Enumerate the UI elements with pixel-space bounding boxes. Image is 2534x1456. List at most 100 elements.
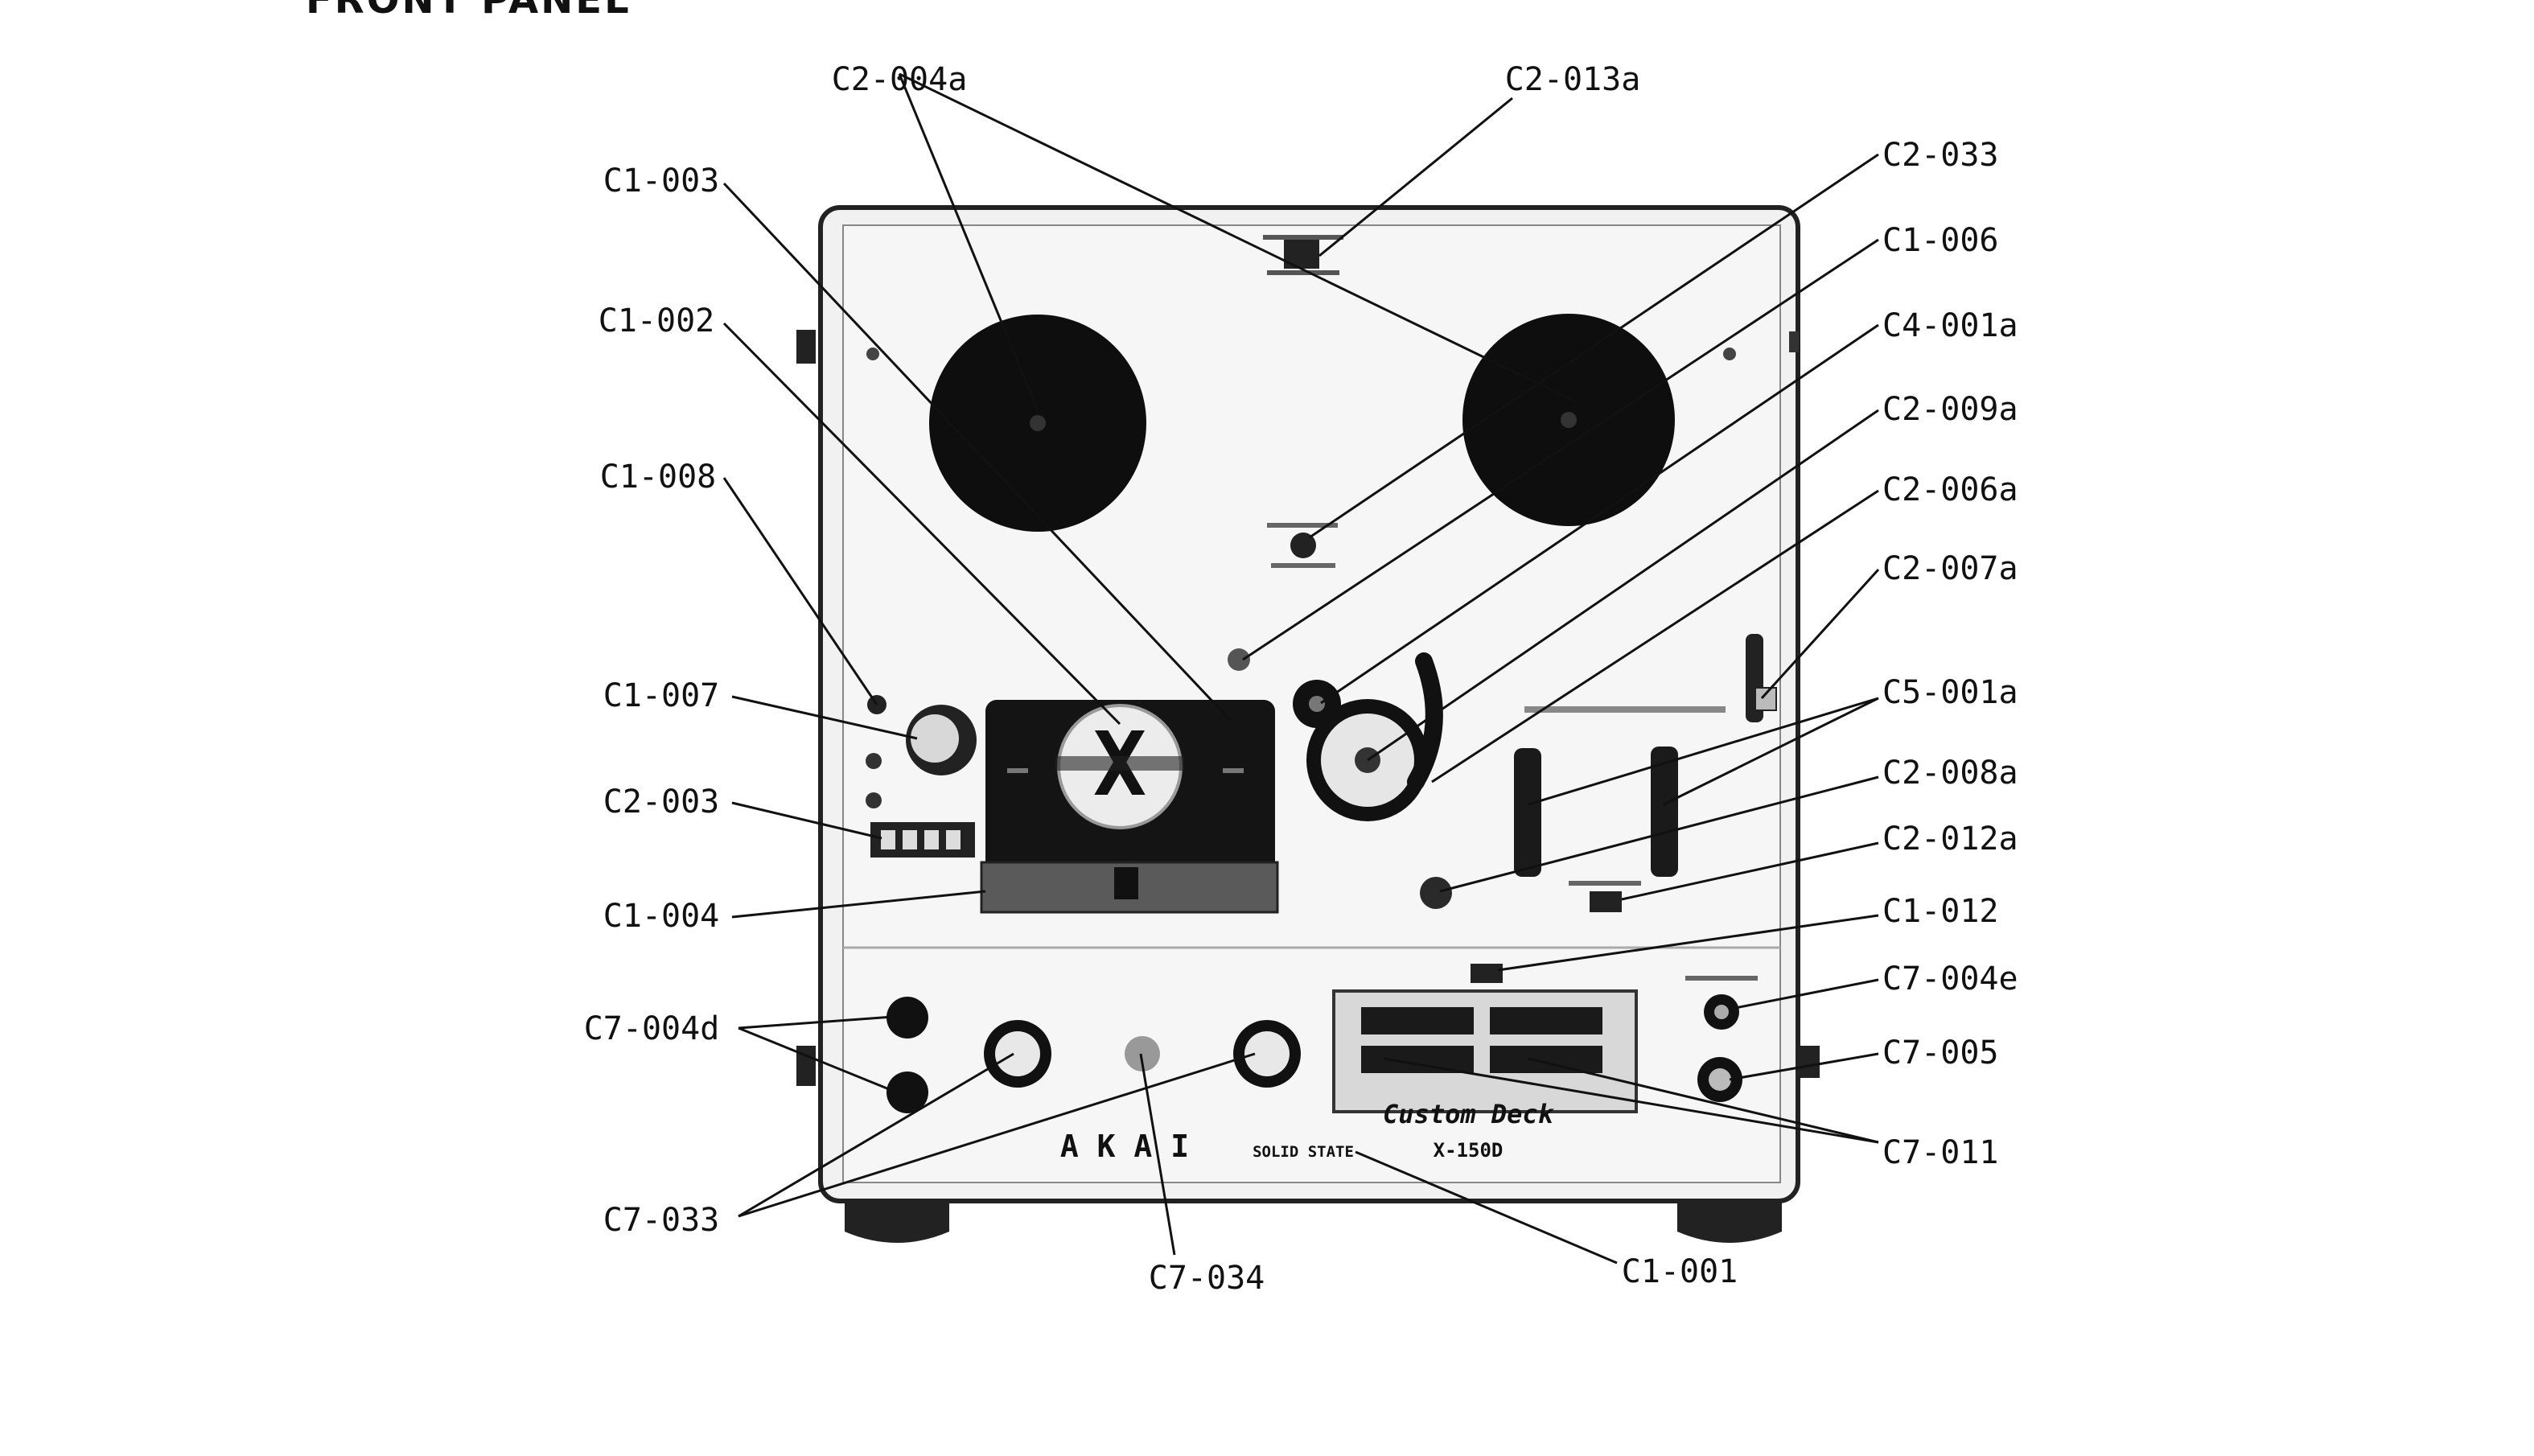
reel-lock-right — [1723, 348, 1736, 360]
leader-c7-005 — [1729, 1052, 1879, 1081]
tape-speed-switch — [1284, 240, 1319, 269]
label-c7-011: C7-011 — [1882, 1134, 1999, 1171]
pinch-roller-arm — [1407, 652, 1443, 791]
leader-c7-004d-upper — [738, 1015, 894, 1030]
brand-subtitle: SOLID STATE — [1253, 1143, 1354, 1161]
leader-c2-006a — [1431, 489, 1879, 784]
tape-guide-left — [1228, 648, 1250, 671]
leader-c2-004a-right — [899, 72, 1578, 404]
leader-c2-013a — [1318, 97, 1513, 257]
leader-c7-034 — [1139, 1053, 1176, 1256]
leader-c2-009a — [1367, 409, 1879, 762]
leader-c7-011-left — [1383, 1057, 1879, 1144]
label-c7-005: C7-005 — [1882, 1034, 1999, 1071]
leader-c5-001a-left — [1528, 697, 1879, 806]
leader-c1-004 — [731, 890, 986, 919]
leader-c1-002 — [722, 322, 1121, 726]
left-foot — [845, 1201, 949, 1243]
speaker-selector-face — [1709, 1068, 1731, 1091]
leader-c5-001a-right — [1663, 697, 1879, 806]
label-c2-006a: C2-006a — [1882, 471, 2018, 508]
stop-lever-tip — [1754, 687, 1777, 711]
tape-counter-digit-4 — [946, 830, 961, 849]
tension-roller-center — [1309, 696, 1325, 712]
label-c2-007a: C2-007a — [1882, 550, 2018, 587]
leader-c2-008a — [1439, 775, 1879, 893]
label-c2-004a: C2-004a — [832, 61, 968, 98]
tape-counter-digit-1 — [881, 830, 895, 849]
label-c7-034: C7-034 — [1149, 1260, 1265, 1297]
vu-meter-lower-right — [1490, 1046, 1602, 1073]
head-badge-band — [1055, 756, 1184, 771]
phones-jack-core — [1714, 1005, 1729, 1019]
right-foot — [1677, 1201, 1782, 1243]
label-c1-004: C1-004 — [603, 898, 720, 935]
tape-speed-label-bottom — [1267, 270, 1339, 275]
right-reel-hub — [1561, 412, 1577, 428]
label-c2-012a: C2-012a — [1882, 821, 2018, 858]
left-side-latch — [796, 330, 816, 364]
leader-c2-033 — [1309, 153, 1879, 539]
leader-c2-007a — [1760, 568, 1880, 700]
model-script: Custom Deck — [1383, 1099, 1555, 1129]
brand-name: A K A I — [1060, 1129, 1189, 1164]
label-c1-002: C1-002 — [599, 302, 715, 339]
leader-c7-011-right — [1528, 1057, 1879, 1144]
output-selector-label — [1267, 523, 1338, 528]
left-guide-post — [866, 753, 882, 769]
label-c7-004e: C7-004e — [1882, 960, 2018, 997]
leader-c1-006 — [1242, 238, 1879, 661]
leader-c2-012a — [1621, 841, 1879, 901]
balance-knob — [1125, 1036, 1160, 1071]
mic-jack-lower — [886, 1071, 928, 1113]
record-lever-left — [1514, 748, 1541, 877]
left-level-knob-face — [995, 1031, 1040, 1076]
label-c2-008a: C2-008a — [1882, 755, 2018, 792]
label-c4-001a: C4-001a — [1882, 307, 2018, 344]
label-c1-008: C1-008 — [600, 459, 717, 496]
tension-arm-knob-face — [911, 714, 959, 763]
right-side-latch — [1800, 1046, 1820, 1078]
callout-labels: C2-004a C2-013a C1-003 C2-033 C1-006 C1-… — [584, 61, 2018, 1297]
record-lever-right — [1651, 747, 1678, 877]
label-c7-004d: C7-004d — [584, 1010, 720, 1047]
label-c2-009a: C2-009a — [1882, 391, 2018, 428]
leader-c4-001a — [1320, 323, 1879, 705]
head-cover-slot-left — [1007, 768, 1028, 773]
label-c1-003: C1-003 — [603, 162, 720, 199]
leader-c1-003 — [722, 182, 1232, 722]
reel-lock-left — [866, 348, 879, 360]
leader-c7-004d-lower — [738, 1026, 894, 1092]
vu-meter-upper-right — [1490, 1007, 1602, 1034]
automatic-shutoff-label — [1569, 881, 1641, 886]
label-c1-001: C1-001 — [1622, 1253, 1738, 1290]
tape-deck: X — [796, 205, 1820, 1243]
function-labels — [1524, 706, 1726, 713]
label-c5-001a: C5-001a — [1882, 674, 2018, 711]
set-switch — [1471, 964, 1503, 983]
page-title: FRONT PANEL — [306, 0, 631, 23]
model-number: X-150D — [1434, 1139, 1504, 1162]
label-c1-006: C1-006 — [1882, 222, 1999, 259]
leader-c7-033-left — [738, 1052, 1014, 1218]
tape-speed-label-top — [1263, 235, 1343, 240]
left-reel-hub — [1030, 415, 1046, 431]
right-level-knob-face — [1244, 1031, 1290, 1076]
leader-c1-007 — [731, 695, 918, 740]
leader-c1-012 — [1497, 914, 1879, 972]
phones-label — [1685, 976, 1758, 981]
label-c7-033: C7-033 — [603, 1202, 720, 1239]
label-c1-007: C1-007 — [603, 677, 720, 714]
leader-c2-003 — [731, 801, 882, 840]
automatic-shutoff-switch — [1590, 891, 1622, 912]
leader-lines — [722, 72, 1880, 1265]
label-c1-012: C1-012 — [1882, 893, 1999, 930]
pause-button — [1420, 877, 1452, 909]
output-selector-knob — [1290, 533, 1316, 558]
label-c2-003: C2-003 — [603, 784, 720, 821]
reel-lock-right-slot — [1789, 331, 1799, 352]
label-c2-033: C2-033 — [1882, 137, 1999, 174]
head-cover-latch — [1114, 867, 1138, 899]
leader-c1-001 — [1355, 1150, 1618, 1265]
